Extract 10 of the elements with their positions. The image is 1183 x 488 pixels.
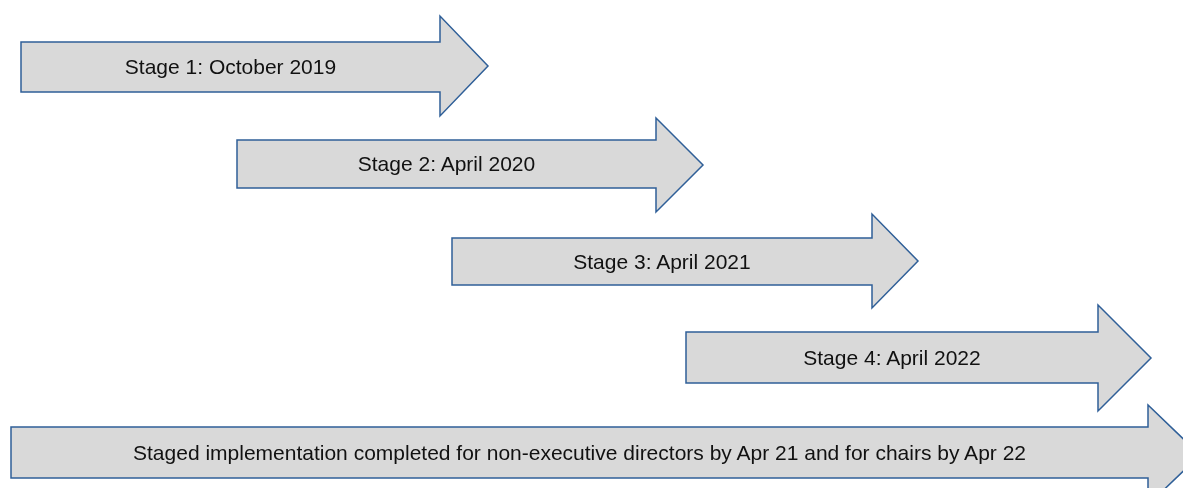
- arrow-shape: [452, 214, 918, 308]
- stage-label: Staged implementation completed for non-executive directors by Apr 21 and for chairs by Apr 22: [132, 439, 1027, 466]
- stage-label: Stage 4: April 2022: [802, 344, 982, 371]
- stage-label: Stage 2: April 2020: [356, 151, 537, 177]
- arrow-shape: [237, 118, 703, 212]
- arrow-shape: [686, 305, 1151, 411]
- stage-label: Stage 3: April 2021: [572, 248, 752, 275]
- arrow-shape: [11, 405, 1183, 488]
- stage-label: Stage 1: October 2019: [123, 54, 338, 80]
- arrow-shape: [21, 16, 488, 116]
